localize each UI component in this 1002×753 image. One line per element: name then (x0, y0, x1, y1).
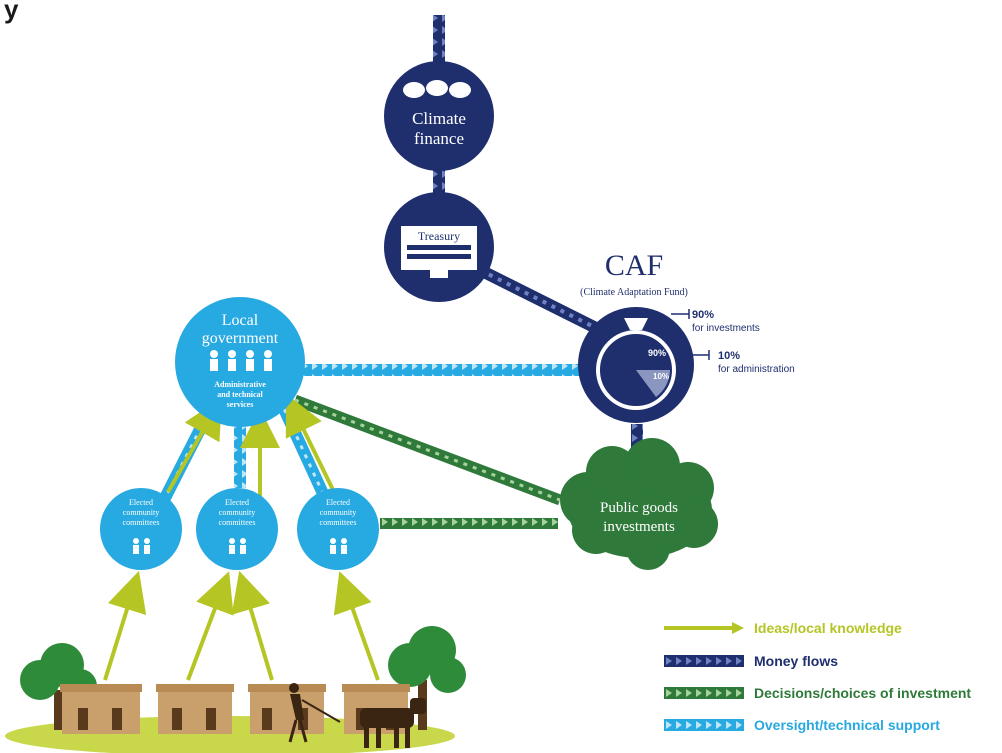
hut-icon (60, 684, 142, 734)
legend: Ideas/local knowledge Money flows Decisi… (664, 618, 1002, 753)
hut-icon (248, 684, 326, 734)
local-government-sub-2: and technical (217, 390, 263, 399)
public-goods-label-2: investments (603, 519, 675, 535)
people-pair-icon (330, 538, 347, 554)
legend-oversight-label: Oversight/technical support (754, 717, 940, 733)
committee-label-line1: Elected (129, 498, 153, 507)
green-arrow-swatch (664, 687, 744, 699)
climate-finance-label-2: finance (414, 129, 464, 148)
caf-subtitle: (Climate Adaptation Fund) (580, 287, 688, 298)
committee-node: Elected community committees (100, 488, 182, 570)
investments-pct: 90% (692, 309, 714, 321)
caf-split-pie (602, 336, 670, 404)
local-government-label-2: government (202, 330, 279, 347)
legend-decisions: Decisions/choices of investment (664, 683, 971, 703)
committee-label-line1: Elected (225, 498, 249, 507)
navy-arrow-swatch (664, 655, 744, 667)
treasury-label: Treasury (418, 229, 460, 243)
farmer-icon (288, 683, 341, 743)
money-stack-icon (403, 80, 471, 98)
legend-money-label: Money flows (754, 653, 839, 669)
idea-arrows (103, 394, 380, 681)
committee-label-line3: committees (123, 518, 160, 527)
legend-ideas-label: Ideas/local knowledge (754, 620, 902, 636)
header-fragment: y (4, 0, 19, 24)
committee-node: Elected community committees (297, 488, 379, 570)
committee-label-line2: community (320, 508, 356, 517)
committee-node: Elected community committees (196, 488, 278, 570)
local-government-label-1: Local (222, 312, 259, 329)
local-government-sub-1: Administrative (214, 380, 266, 389)
climate-finance-node: Climate finance (384, 61, 494, 171)
legend-oversight: Oversight/technical support (664, 715, 940, 735)
village-illustration (5, 626, 466, 753)
local-government-sub-3: services (227, 400, 254, 409)
tree-icon (388, 626, 466, 730)
climate-finance-label-1: Climate (412, 109, 466, 128)
committee-label-line3: committees (219, 518, 256, 527)
committee-label-line1: Elected (326, 498, 350, 507)
treasury-node: Treasury (384, 192, 494, 302)
money-bag-icon (596, 318, 676, 410)
public-goods-node: Public goods investments (560, 438, 718, 570)
committee-label-line2: community (219, 508, 255, 517)
blue-arrow-swatch (664, 719, 744, 731)
people-pair-icon (133, 538, 150, 554)
investments-label: for investments (692, 323, 760, 334)
people-group-icon (210, 350, 272, 371)
treasury-building-icon (401, 226, 477, 278)
lime-arrow-swatch (664, 622, 744, 634)
public-goods-label-1: Public goods (600, 500, 678, 516)
legend-decisions-label: Decisions/choices of investment (754, 685, 972, 701)
legend-money: Money flows (664, 651, 838, 671)
legend-ideas: Ideas/local knowledge (664, 618, 902, 638)
pie-label-10: 10% (653, 372, 669, 381)
admin-pct: 10% (718, 350, 740, 362)
people-pair-icon (229, 538, 246, 554)
caf-node: CAF (Climate Adaptation Fund) 90% 10% 90… (578, 249, 795, 423)
committee-label-line2: community (123, 508, 159, 517)
pie-label-90: 90% (648, 348, 666, 358)
caf-title: CAF (605, 249, 663, 282)
ox-icon (360, 698, 426, 748)
hut-icon (156, 684, 234, 734)
admin-label: for administration (718, 364, 795, 375)
decision-connectors (293, 394, 562, 529)
committee-label-line3: committees (320, 518, 357, 527)
local-government-node: Local government Administrative and tech… (175, 297, 305, 427)
